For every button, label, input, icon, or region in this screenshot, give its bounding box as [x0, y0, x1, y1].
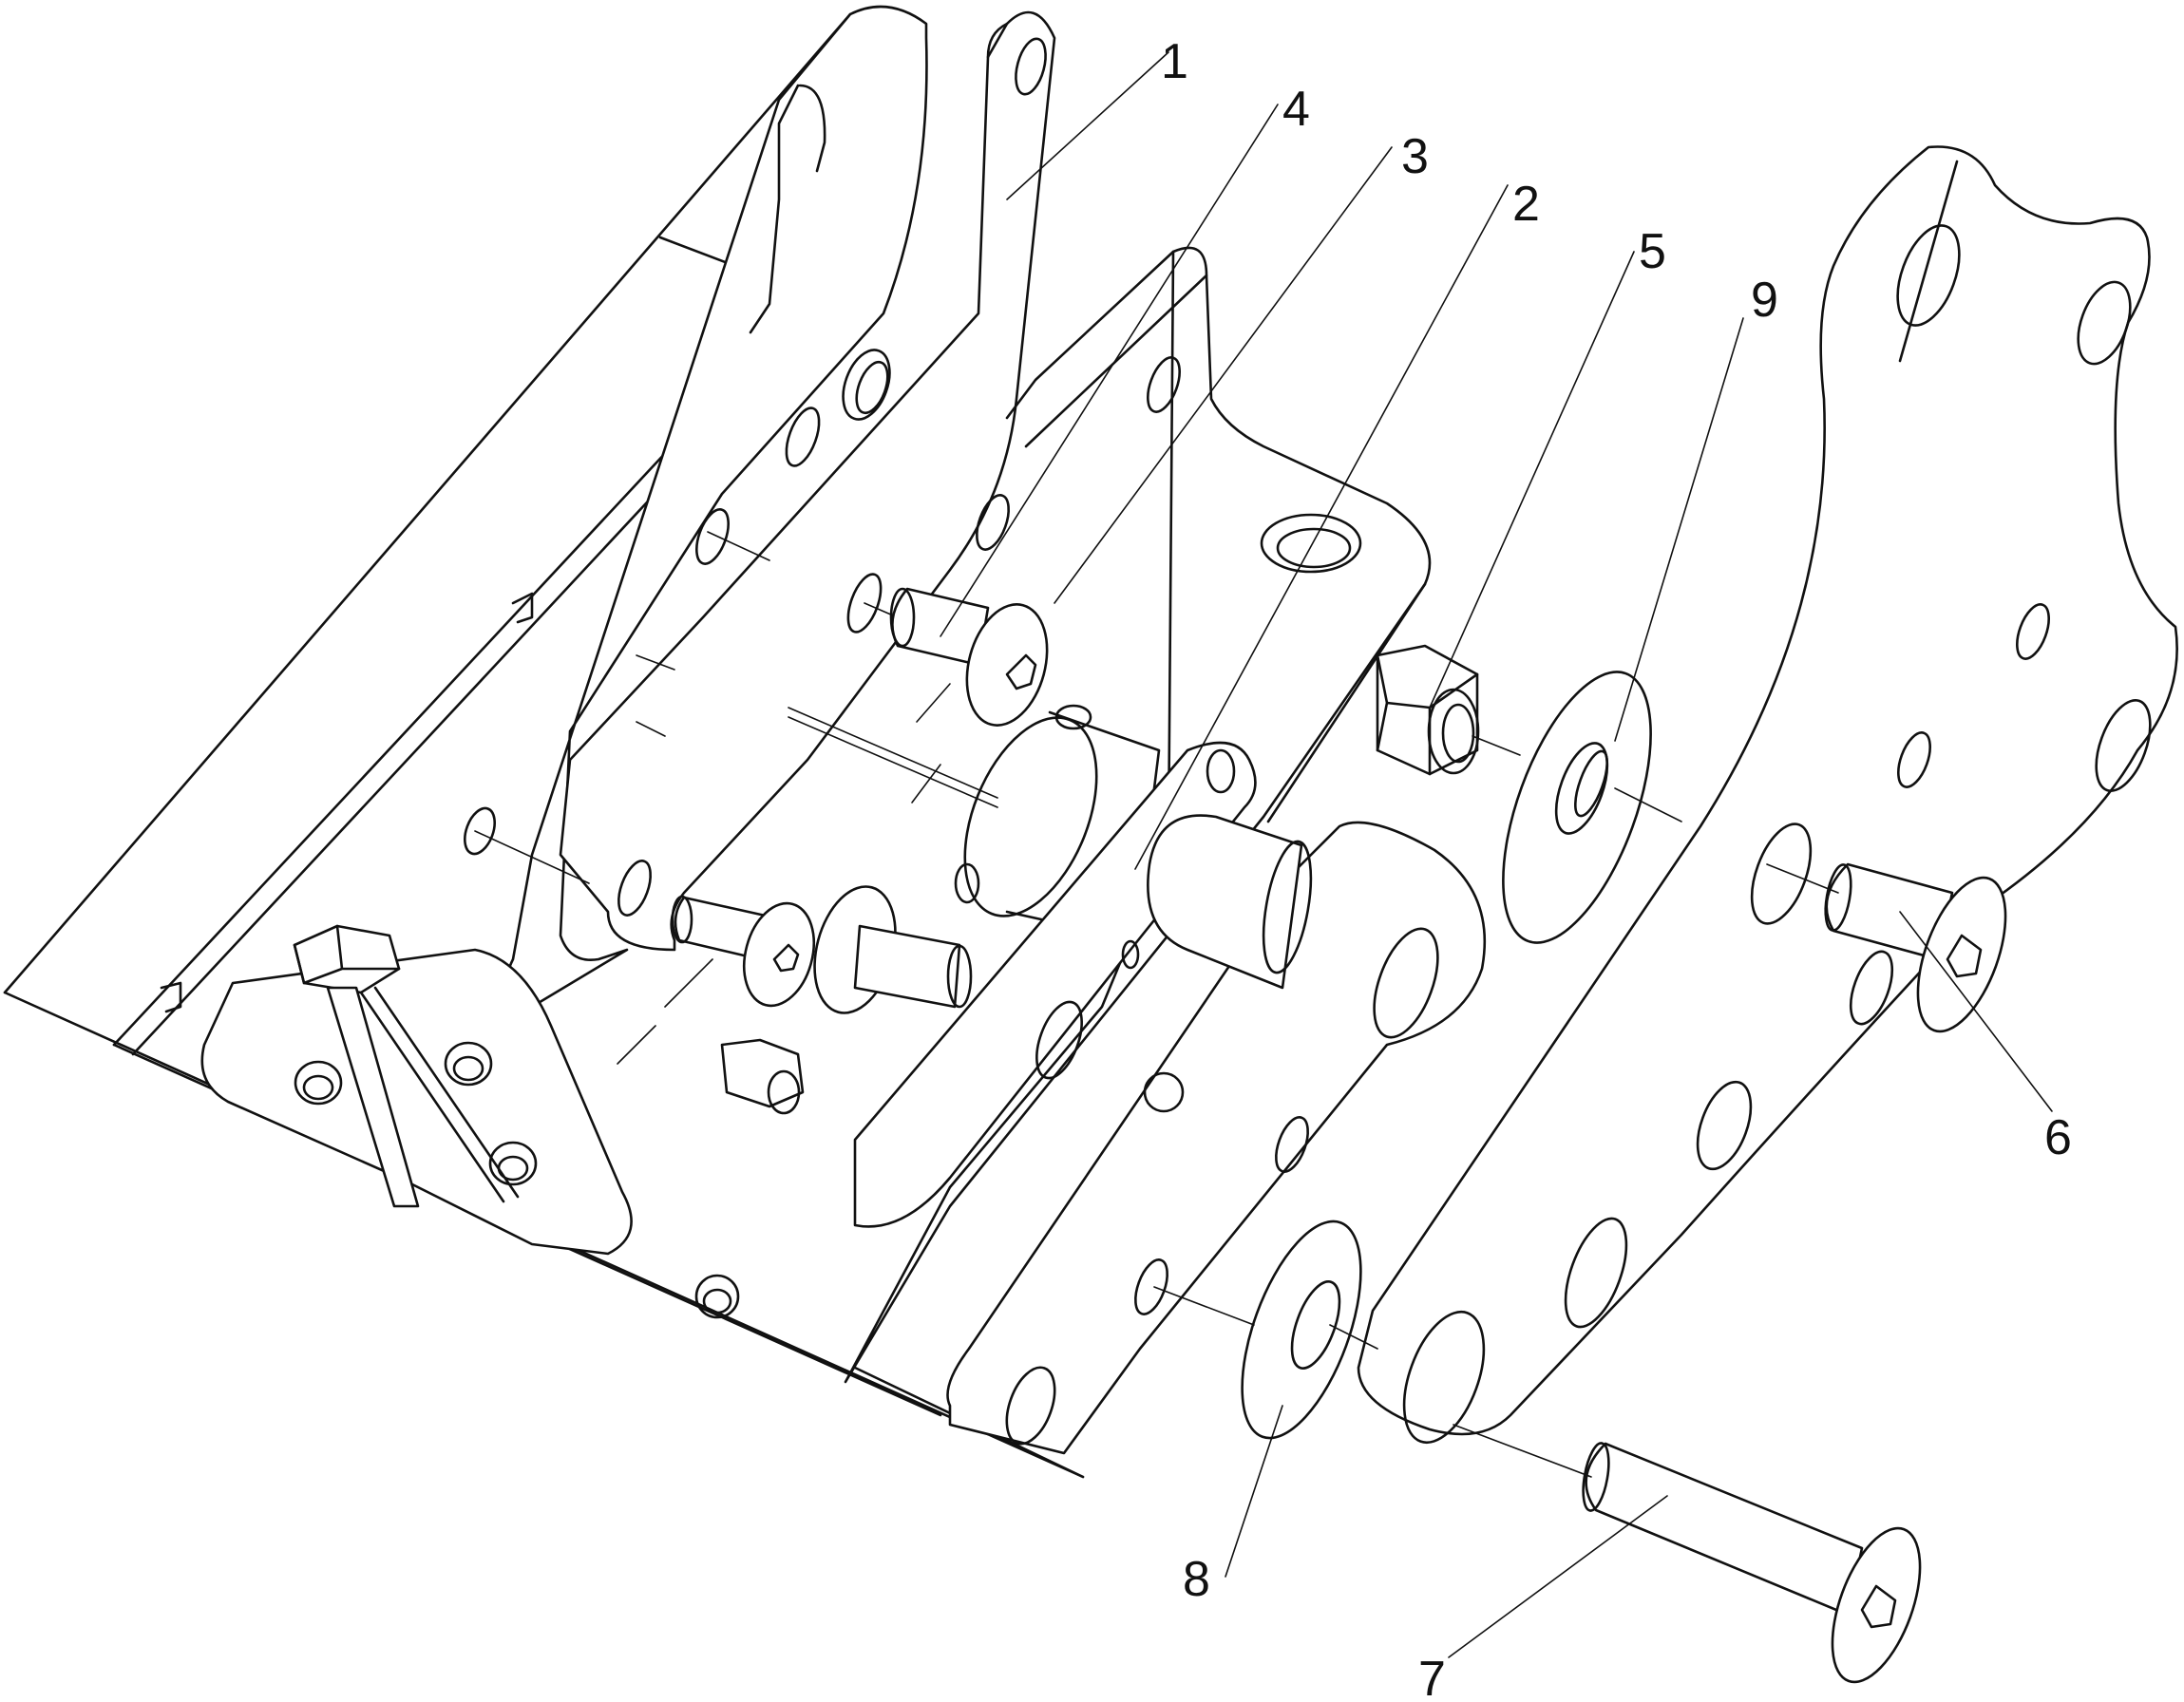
lower-bracket [200, 948, 740, 1319]
callout-3: 3 [1401, 129, 1429, 184]
lower-nut [720, 1038, 805, 1115]
part-3-screw [671, 895, 815, 1008]
part-9-washer [1502, 671, 1652, 944]
callout-4: 4 [1282, 82, 1310, 137]
lower-pin [813, 885, 973, 1014]
hex-bolt [293, 924, 520, 1208]
part-8-washer [1241, 1220, 1362, 1440]
callout-1: 1 [1161, 34, 1188, 89]
part-6-screw [1824, 862, 2007, 1033]
front-link [946, 821, 1487, 1455]
callout-7: 7 [1418, 1652, 1446, 1702]
axis-lines [474, 531, 1839, 1478]
base-frame [3, 12, 1085, 1479]
callout-9: 9 [1751, 273, 1778, 328]
part-1-lever [559, 10, 1056, 952]
callout-8: 8 [1183, 1552, 1210, 1607]
callout-5: 5 [1639, 224, 1666, 279]
callout-6: 6 [2044, 1110, 2072, 1165]
part-5-nut [1376, 644, 1480, 776]
callout-labels: 1 2 3 4 5 6 7 8 9 [1161, 34, 2072, 1702]
part-2-plate [844, 246, 1432, 1384]
part-4-screw [889, 587, 1049, 727]
callout-2: 2 [1512, 177, 1540, 232]
part-7-screw [1582, 1442, 1922, 1684]
leader-lines [940, 51, 2053, 1658]
pin-roller [1147, 814, 1313, 990]
curved-arm-plate [1357, 145, 2178, 1445]
